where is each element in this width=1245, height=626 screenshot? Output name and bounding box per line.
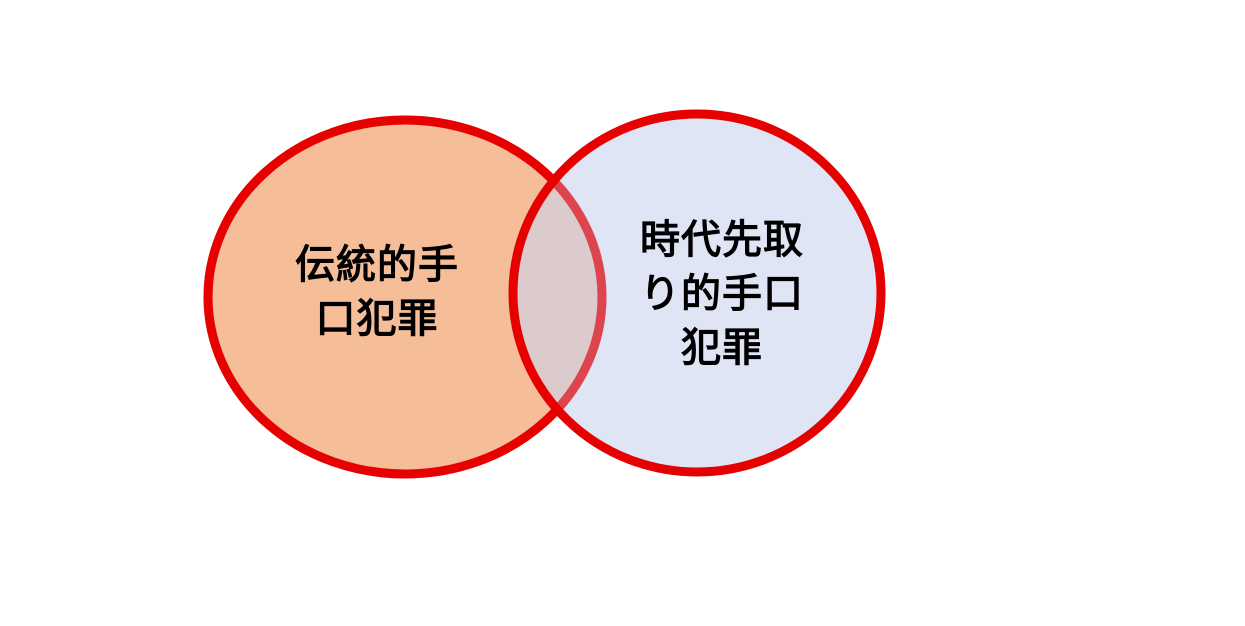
right-label: 時代先取 り的手口 犯罪	[612, 213, 832, 375]
left-label: 伝統的手 口犯罪	[267, 238, 487, 346]
right-ellipse	[508, 109, 886, 477]
right-label-line: 時代先取	[640, 217, 804, 263]
left-ellipse-outline-overlap	[203, 115, 607, 479]
right-ellipse-fill	[513, 114, 881, 472]
right-label-line: り的手口	[640, 271, 804, 317]
right-label-line: 犯罪	[681, 325, 763, 371]
left-label-line: 口犯罪	[315, 296, 439, 342]
left-label-line: 伝統的手	[295, 242, 459, 288]
